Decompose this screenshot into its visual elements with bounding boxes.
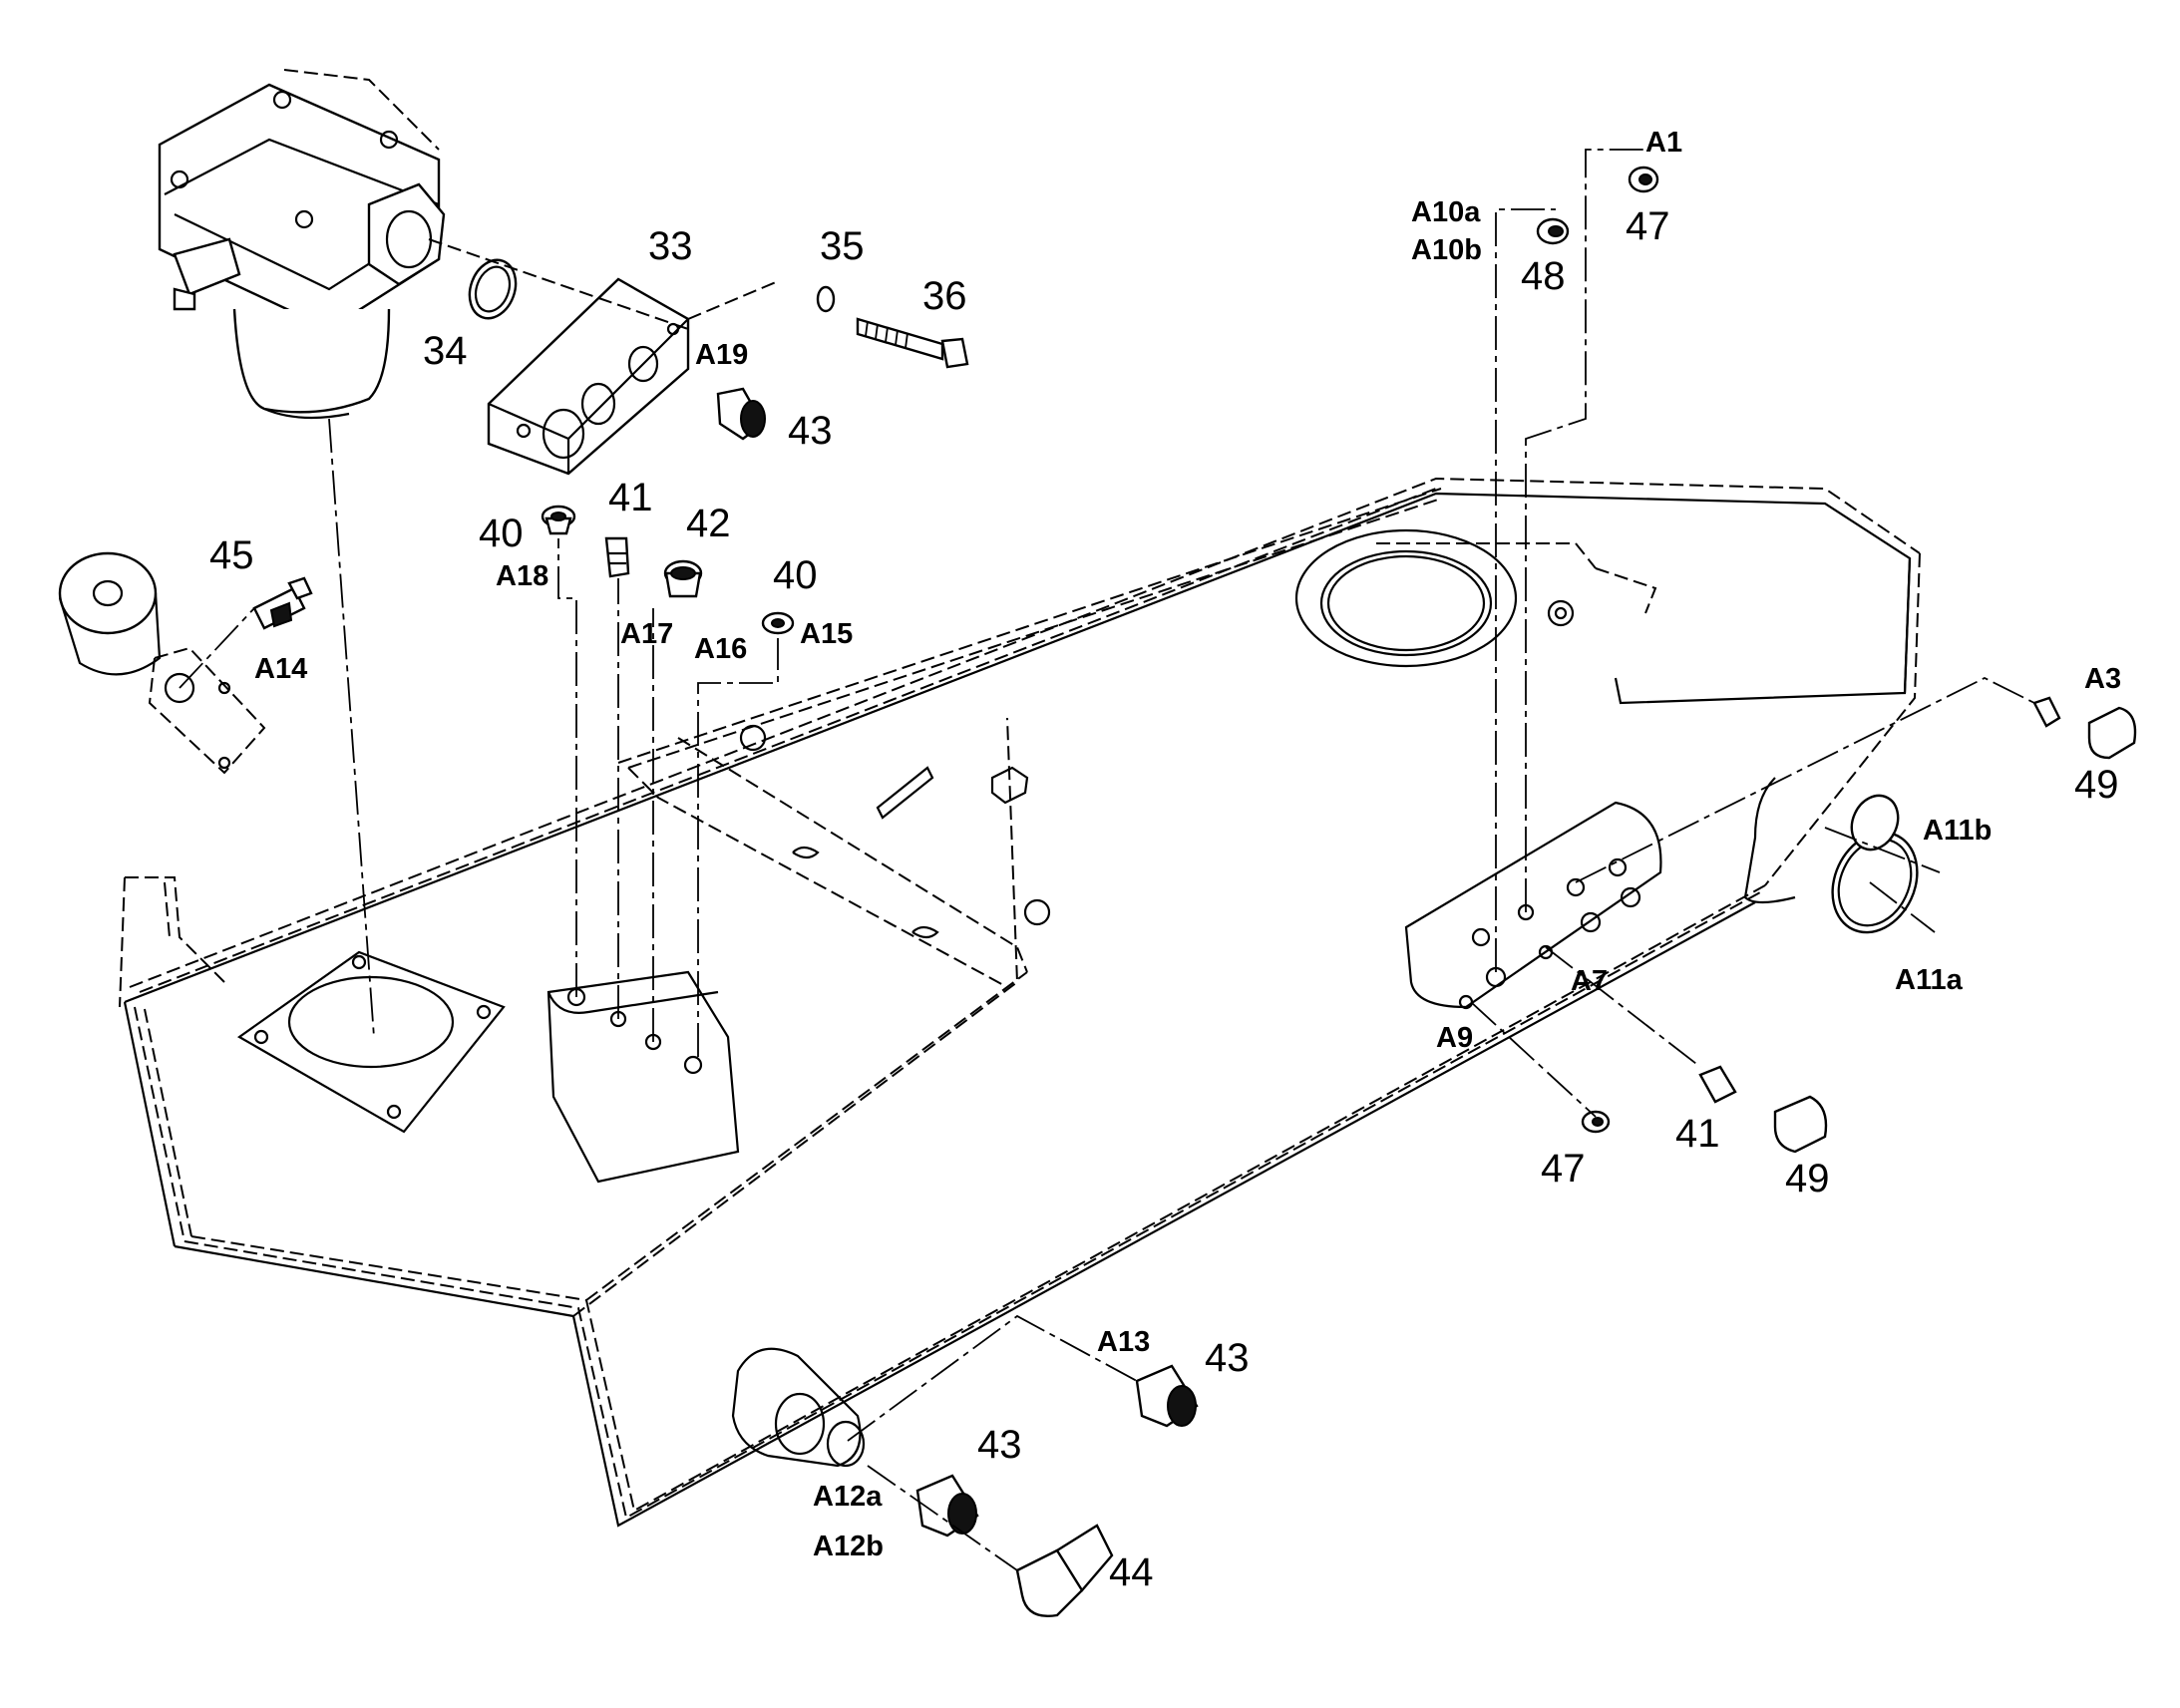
fitting-43-a19	[716, 387, 766, 441]
port-boss-left	[546, 970, 740, 1184]
port-a11a: A11a	[1895, 964, 1964, 996]
elbow-49-a3	[2032, 696, 2137, 760]
fitting-43-a12	[915, 1474, 979, 1537]
port-a12a: A12a	[813, 1481, 883, 1513]
callout-40-a15: 40	[773, 553, 818, 597]
elbow-44	[1015, 1524, 1114, 1617]
callout-40-a18: 40	[479, 512, 524, 555]
callout-43-a12: 43	[977, 1423, 1022, 1467]
washer-35	[816, 285, 836, 313]
callout-49-a3: 49	[2074, 763, 2119, 807]
callout-43-a19: 43	[788, 409, 833, 453]
fitting-41-a7	[1698, 1065, 1737, 1104]
port-a3: A3	[2084, 663, 2121, 695]
callout-labels: 33 34 35 36 43 40 41 42 40 45 47 48 49 4…	[209, 204, 2119, 1594]
fitting-42-a16	[663, 559, 703, 598]
callout-36: 36	[922, 274, 967, 318]
tank-body	[119, 477, 1921, 1528]
port-a12b: A12b	[813, 1531, 884, 1562]
port-a7: A7	[1571, 965, 1608, 997]
callout-48: 48	[1521, 254, 1566, 298]
port-a1: A1	[1645, 127, 1682, 159]
port-a15: A15	[800, 618, 853, 650]
plug-47-a9	[1581, 1110, 1611, 1134]
port-a10b: A10b	[1411, 234, 1482, 266]
top-filler-opening	[1294, 528, 1575, 668]
port-a11b: A11b	[1923, 815, 1992, 847]
port-a14: A14	[254, 653, 307, 685]
port-boss-right	[1404, 801, 1662, 1010]
o-ring-34	[468, 258, 518, 320]
callout-34: 34	[423, 329, 468, 373]
callout-43-a13: 43	[1205, 1336, 1250, 1380]
plug-40-a18	[541, 505, 576, 535]
return-pipe-boss	[1743, 777, 1919, 934]
plug-47-a1	[1628, 166, 1659, 193]
callout-35: 35	[820, 224, 865, 268]
port-a9: A9	[1436, 1022, 1473, 1054]
fitting-43-a13	[1135, 1364, 1199, 1428]
plate-details	[739, 724, 1051, 939]
port-a18: A18	[496, 560, 548, 592]
port-a16: A16	[694, 633, 747, 665]
fitting-41-a17	[604, 536, 630, 578]
bolt-36	[856, 317, 969, 369]
callout-41-a17: 41	[608, 476, 653, 519]
port-a19: A19	[695, 339, 748, 371]
port-a17: A17	[620, 618, 673, 650]
callout-44: 44	[1109, 1550, 1154, 1594]
filter-flange	[236, 950, 506, 1134]
port-a13: A13	[1097, 1326, 1150, 1358]
suction-port-boss	[731, 1347, 866, 1468]
port-labels: A1 A10a A10b A19 A18 A17 A16 A15 A14 A3 …	[254, 127, 2121, 1562]
return-filter	[158, 83, 446, 420]
elbow-49-a7	[1773, 1095, 1828, 1154]
adapter-block-33	[487, 277, 690, 476]
center-lines	[179, 69, 2035, 1571]
callout-47-a1: 47	[1626, 204, 1670, 248]
callout-42: 42	[686, 502, 731, 545]
callout-45: 45	[209, 533, 254, 577]
sight-boss	[58, 551, 266, 775]
callout-47-a9: 47	[1541, 1147, 1586, 1191]
plug-48-a10	[1536, 217, 1570, 245]
switch-45	[252, 576, 313, 630]
callout-49-a7: 49	[1785, 1157, 1830, 1200]
plug-40-a15	[761, 611, 795, 635]
callout-33: 33	[648, 224, 693, 268]
callout-41-a7: 41	[1675, 1112, 1720, 1156]
port-a10a: A10a	[1411, 196, 1481, 228]
